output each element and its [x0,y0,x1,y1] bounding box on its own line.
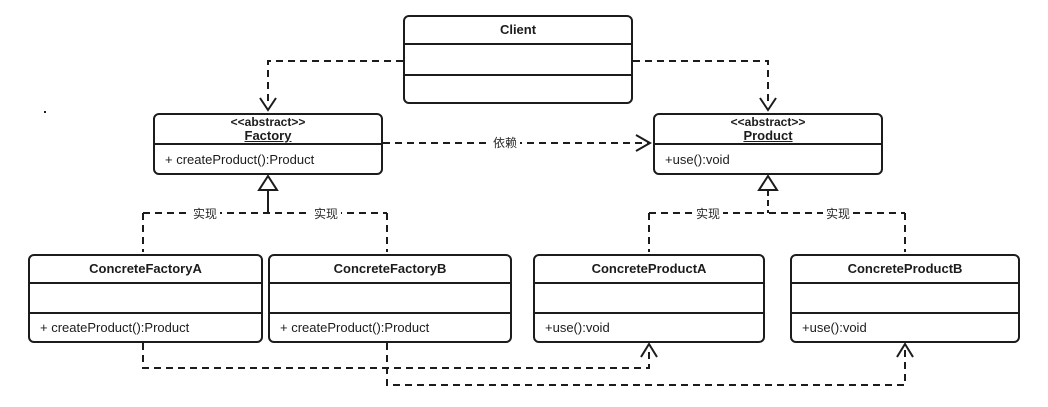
stereotype-label: <<abstract>> [230,115,306,129]
stray-dot [44,111,46,113]
method-label: +use():void [802,320,867,335]
methods-compartment: + createProduct():Product [270,314,510,341]
method-label: + createProduct():Product [165,151,315,167]
class-title: ConcreteFactoryB [270,256,510,284]
triangle-hollow-factory [257,174,279,191]
edge-cfb-cpb [386,343,906,386]
arrow-open-right-product [635,134,653,152]
edge-label-dependency: 依赖 [489,136,521,150]
class-box-concrete-factory-b: ConcreteFactoryB + createProduct():Produ… [268,254,512,343]
edge-label-realize-product-a: 实现 [692,207,724,221]
stereotype-label: <<abstract>> [730,115,806,129]
methods-compartment: + createProduct():Product [155,145,381,173]
class-name: ConcreteProductA [591,261,707,276]
method-label: +use():void [665,151,730,167]
class-box-concrete-product-b: ConcreteProductB +use():void [790,254,1020,343]
triangle-hollow-product [757,174,779,191]
class-box-concrete-product-a: ConcreteProductA +use():void [533,254,765,343]
arrow-open-up-cpb [896,342,914,358]
methods-compartment: +use():void [792,314,1018,341]
class-title-client: Client [405,17,631,45]
attributes-compartment [30,284,261,314]
arrow-open-up-cpa [640,342,658,358]
class-title-product: <<abstract>> Product [655,115,881,145]
edge-cfa-cpa [142,343,650,369]
class-title-factory: <<abstract>> Factory [155,115,381,145]
arrow-open-down-product [759,97,777,112]
arrow-open-down-factory [259,97,277,112]
methods-compartment: +use():void [655,145,881,173]
attributes-compartment [792,284,1018,314]
class-box-client: Client [403,15,633,104]
class-title: ConcreteProductA [535,256,763,284]
class-box-factory: <<abstract>> Factory + createProduct():P… [153,113,383,175]
method-label: + createProduct():Product [280,320,430,335]
edge-label-realize-product-b: 实现 [822,207,854,221]
edge-label-realize-factory-a: 实现 [189,207,221,221]
method-label: + createProduct():Product [40,320,190,335]
methods-compartment: + createProduct():Product [30,314,261,341]
class-box-concrete-factory-a: ConcreteFactoryA + createProduct():Produ… [28,254,263,343]
class-name: Client [499,22,537,37]
edge-client-product [633,60,769,106]
class-box-product: <<abstract>> Product +use():void [653,113,883,175]
class-name: Product [743,128,793,143]
method-label: +use():void [545,320,610,335]
attributes-compartment [535,284,763,314]
class-title: ConcreteProductB [792,256,1018,284]
class-name: ConcreteFactoryB [333,261,447,276]
class-name: ConcreteProductB [847,261,963,276]
edge-client-factory [267,60,403,106]
methods-compartment [405,76,631,102]
methods-compartment: +use():void [535,314,763,341]
edge-label-realize-factory-b: 实现 [310,207,342,221]
class-name: ConcreteFactoryA [89,261,202,276]
class-name: Factory [244,128,292,143]
class-title: ConcreteFactoryA [30,256,261,284]
attributes-compartment [270,284,510,314]
attributes-compartment [405,45,631,76]
